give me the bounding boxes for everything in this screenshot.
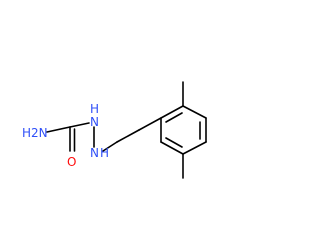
ring-bond-5 [160, 141, 184, 155]
hydrazine-n2-label: N [90, 146, 99, 160]
ring-double-3 [165, 137, 183, 148]
hydrazine-n1-label: N [90, 115, 99, 129]
molecule-canvas: H2N O N H N H [22, 81, 207, 179]
bond-ethyl-ring [138, 117, 162, 131]
amine-label: H2N [22, 126, 48, 140]
ring-bond-1 [160, 105, 184, 119]
structure-diagram: H2N O N H N H [22, 81, 207, 179]
bond-amine-carbonyl [46, 126, 71, 133]
ring-bond-2 [182, 105, 207, 119]
bonds [46, 117, 162, 152]
atom-labels: H2N O N H N H [22, 102, 109, 169]
carbonyl-oxygen-label: O [67, 155, 76, 169]
hydrazine-n1-hydrogen: H [90, 102, 99, 116]
bond-hydrazine-ethyl [102, 141, 118, 152]
bond-ethyl-chain [116, 129, 140, 143]
bond-carbonyl-hydrazine [69, 122, 90, 128]
ring-bond-4 [182, 141, 207, 155]
ring-double-1 [165, 112, 183, 123]
benzene-ring [160, 105, 207, 155]
hydrazine-n2-hydrogen: H [100, 146, 109, 160]
